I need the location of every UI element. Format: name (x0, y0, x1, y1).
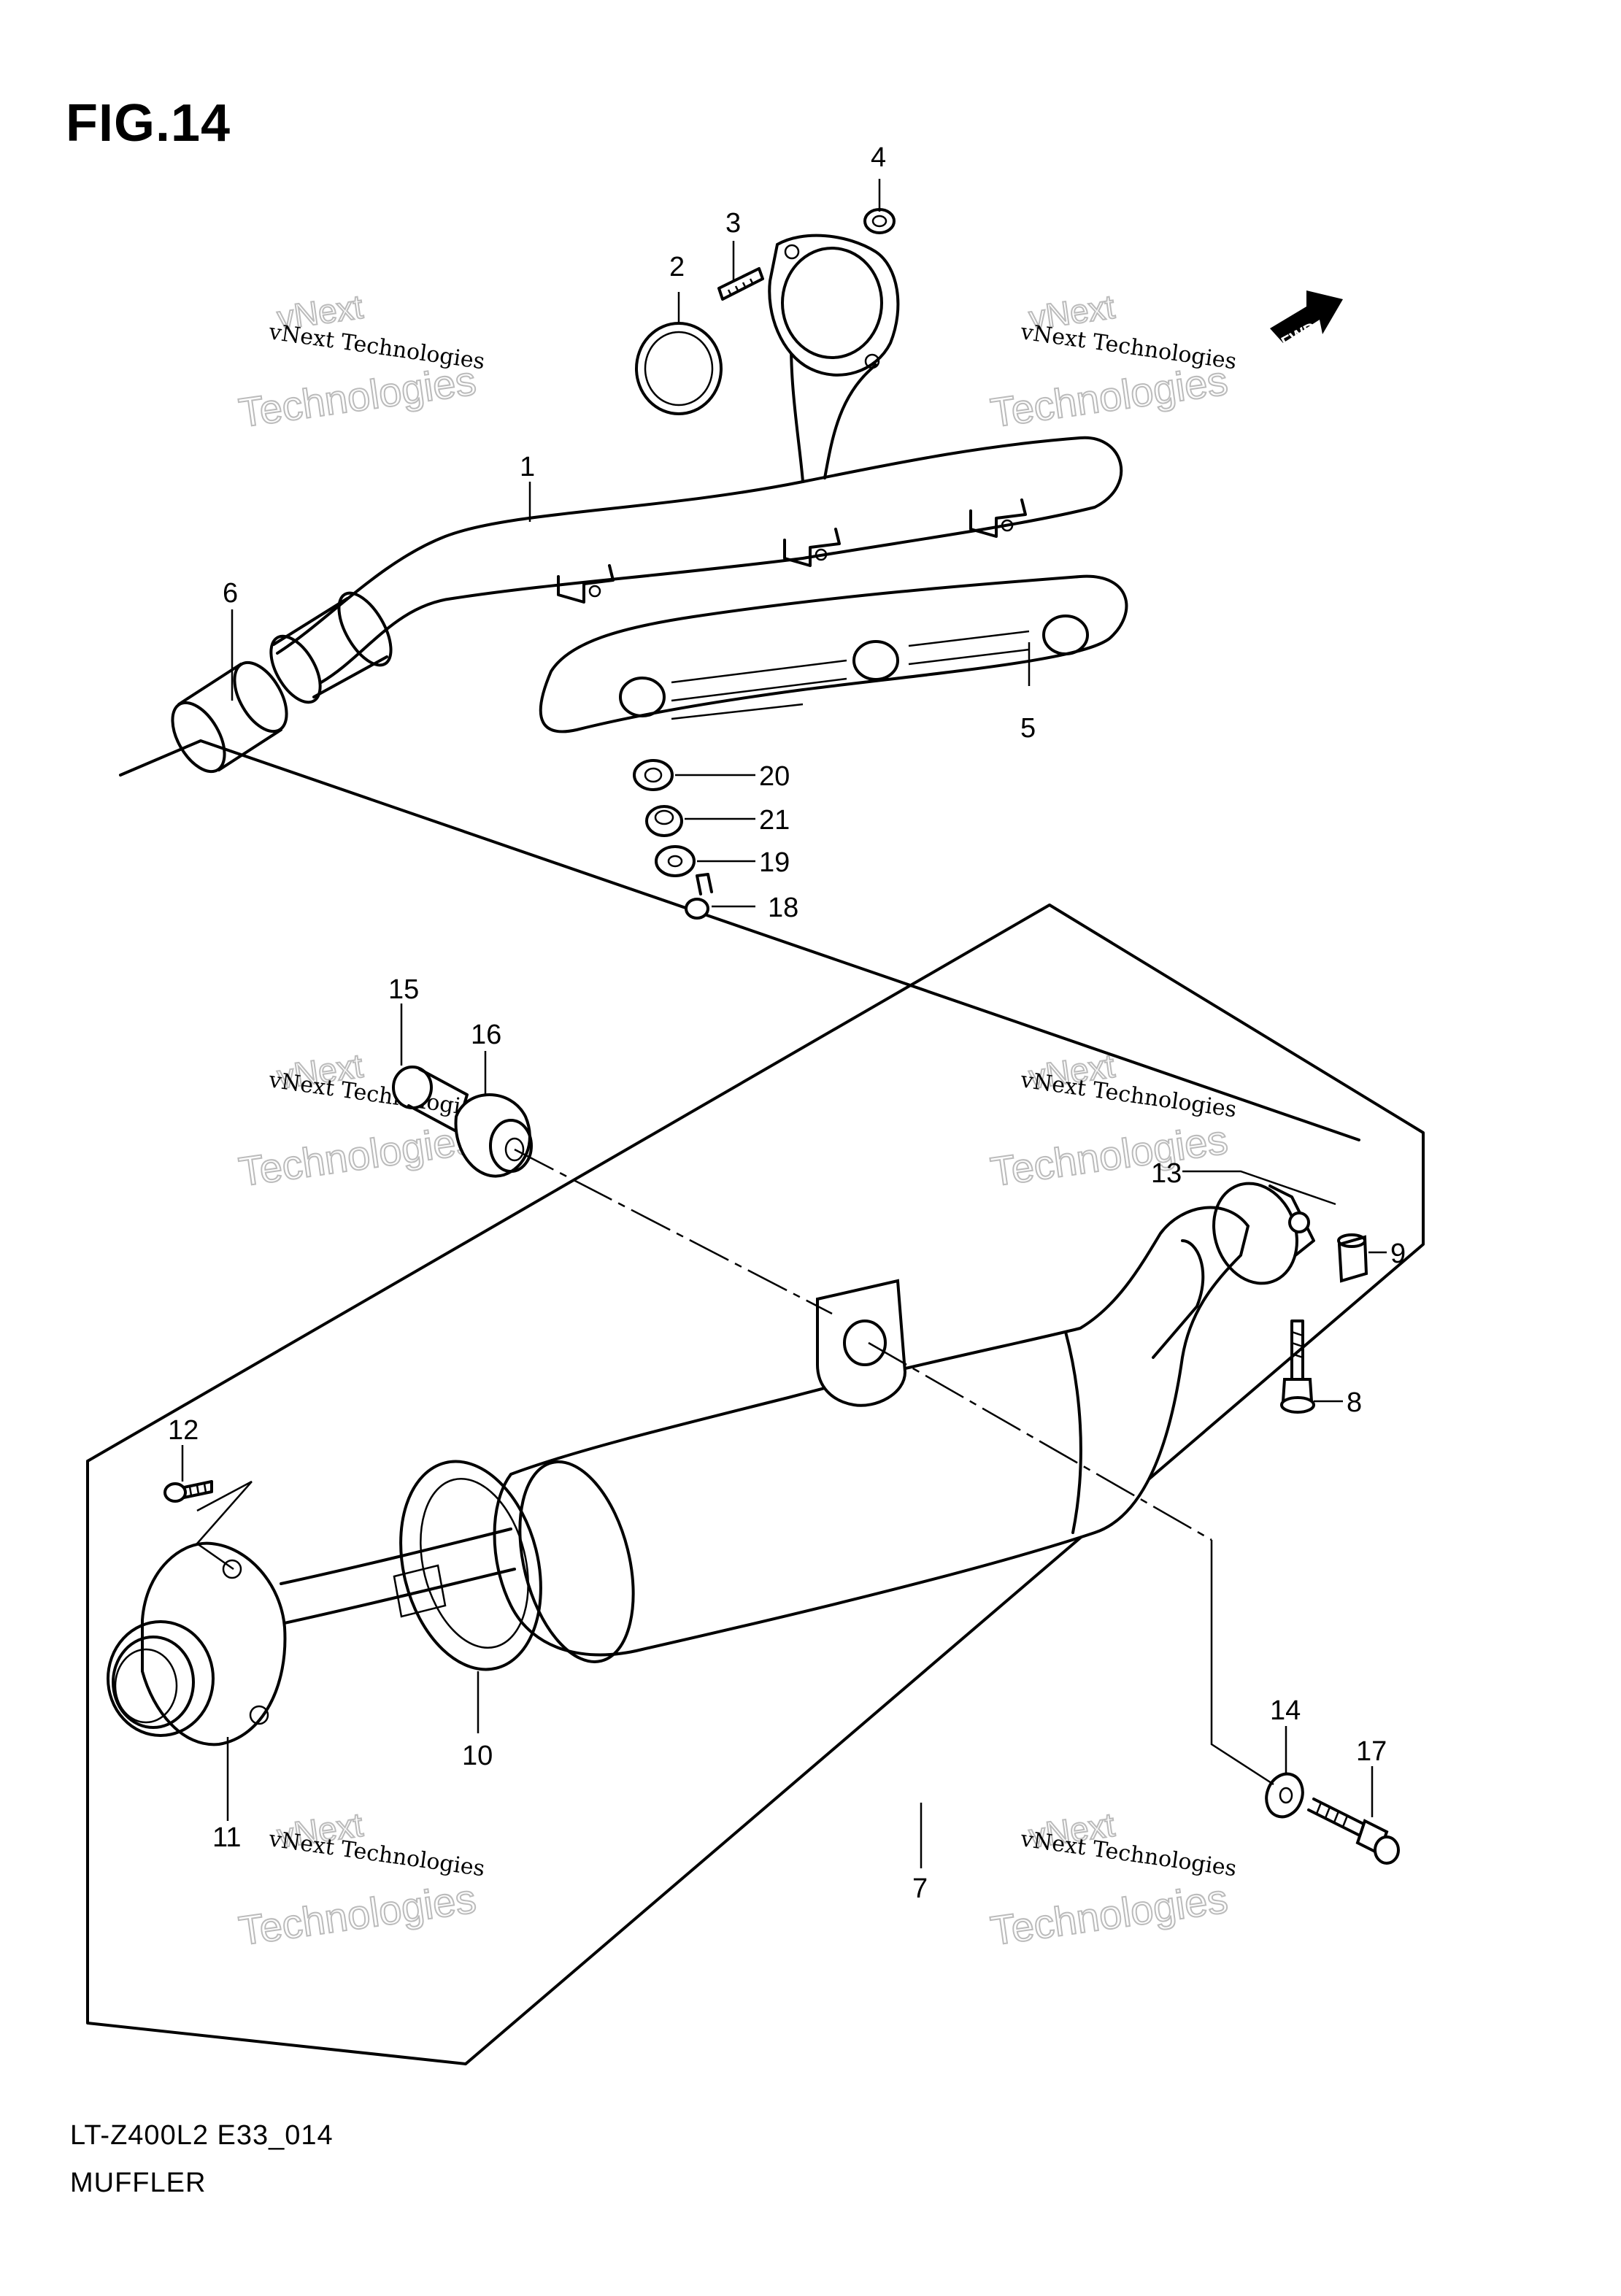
callout-12: 12 (168, 1415, 199, 1446)
pipe-joint (171, 660, 288, 774)
watermark-text-large: Technologies (236, 1875, 478, 1954)
assembly-frame-upper (119, 739, 1360, 1141)
collar-9 (1337, 1233, 1368, 1283)
callout-17: 17 (1356, 1736, 1387, 1767)
exhaust-pipe (269, 320, 1123, 704)
callout-6: 6 (223, 578, 238, 609)
muffler-mount-bracket (816, 1279, 907, 1407)
grommet-16 (454, 1093, 533, 1178)
watermark-text-large: Technologies (987, 1875, 1230, 1954)
callout-3: 3 (725, 208, 741, 239)
watermark-label: vNext Technologies (266, 1826, 486, 1881)
bolt-18 (685, 873, 713, 920)
bolt-8 (1280, 1320, 1315, 1414)
bolt-15 (392, 1066, 469, 1133)
callout-20: 20 (759, 761, 790, 792)
stud-bolt (717, 267, 764, 301)
assembly-frame-lower (86, 904, 1425, 2065)
washer-20 (633, 759, 674, 791)
callout-5: 5 (1020, 713, 1036, 744)
callout-16: 16 (471, 1020, 501, 1050)
spark-arrester-cap (107, 1541, 287, 1746)
exhaust-flange (768, 234, 900, 377)
watermark-label: vNext Technologies (1018, 1067, 1238, 1122)
grommet-21 (645, 805, 683, 837)
callout-21: 21 (759, 805, 790, 836)
callout-1: 1 (520, 452, 535, 482)
watermark-label: vNext Technologies (266, 1067, 486, 1122)
callout-2: 2 (669, 252, 685, 282)
forward-arrow-icon: FWD (1270, 290, 1343, 352)
callout-4: 4 (871, 142, 886, 173)
watermark-text-large: Technologies (987, 1116, 1230, 1195)
watermark-label: vNext Technologies (266, 319, 486, 374)
washer-14 (1265, 1772, 1304, 1819)
heat-shield (539, 574, 1128, 733)
watermark-label: vNext Technologies (1018, 1826, 1238, 1881)
callout-15: 15 (388, 974, 419, 1005)
callout-8: 8 (1347, 1387, 1362, 1418)
muffler-gasket (399, 1460, 542, 1671)
callout-19: 19 (759, 847, 790, 878)
watermark-label: vNext Technologies (1018, 319, 1238, 374)
washer-19 (655, 845, 696, 877)
exhaust-clamp (1212, 1182, 1315, 1285)
bolt-17 (1307, 1798, 1400, 1865)
callout-9: 9 (1390, 1238, 1406, 1269)
watermark-text-large: Technologies (236, 1116, 478, 1195)
tail-pipe (280, 1528, 516, 1625)
figure-title: FIG.14 (66, 94, 231, 153)
diagram-code: LT-Z400L2 E33_014 (70, 2120, 334, 2151)
cap-bolt (163, 1480, 213, 1503)
gasket-ring (635, 322, 723, 415)
callout-10: 10 (462, 1741, 493, 1771)
callout-7: 7 (912, 1873, 928, 1904)
callout-18: 18 (768, 893, 798, 923)
callout-13: 13 (1151, 1158, 1182, 1189)
callout-14: 14 (1270, 1695, 1301, 1726)
callout-11: 11 (212, 1822, 241, 1853)
muffler-body (493, 1206, 1250, 1663)
diagram-caption: MUFFLER (70, 2168, 207, 2198)
flange-nut (863, 208, 896, 234)
